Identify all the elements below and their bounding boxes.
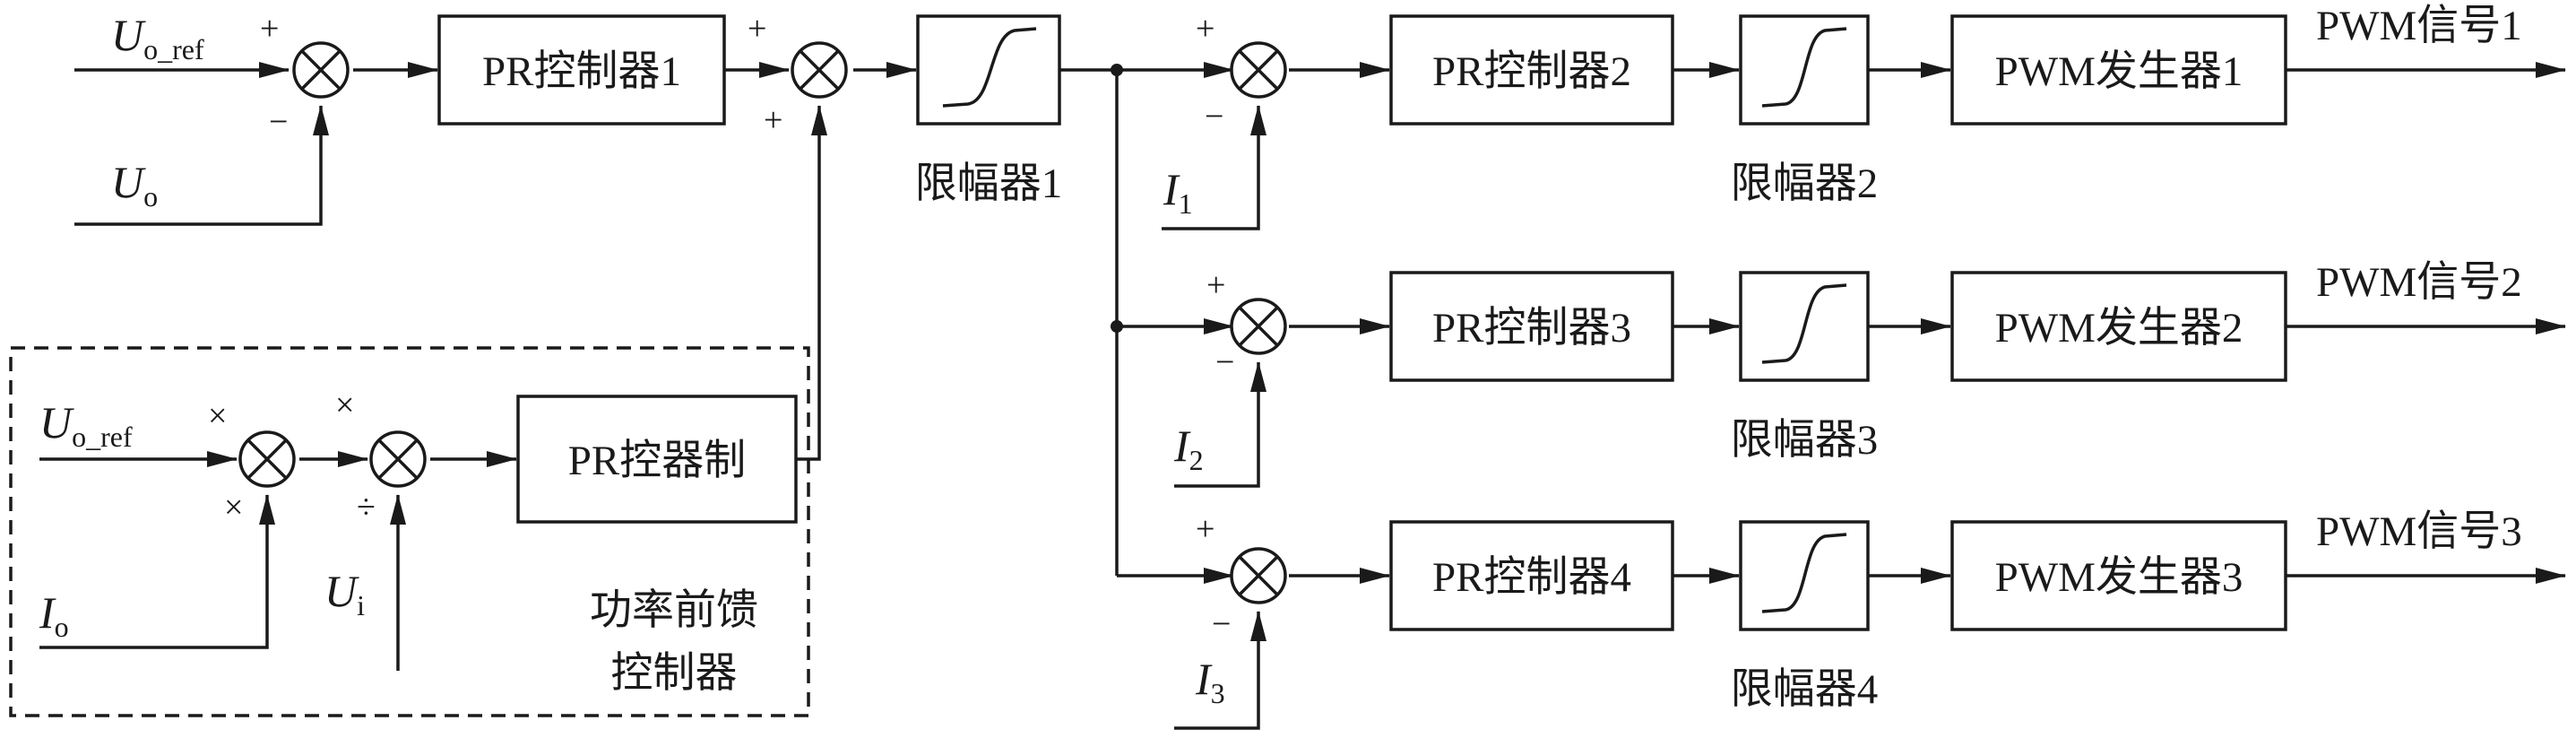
limiter-1-caption: 限幅器1 <box>915 161 1063 207</box>
sum-junction-5 <box>1230 547 1287 604</box>
junction-dots <box>1111 64 1123 333</box>
feedforward-title-line2: 控制器 <box>611 650 738 697</box>
pr-controller-4: PR控制器4 <box>1389 520 1674 631</box>
limiter-1-curve-icon <box>942 27 1037 108</box>
junction-dot-top <box>1111 64 1123 76</box>
sign-minus-sum3: − <box>1205 98 1223 135</box>
input-uo: Uo <box>111 157 158 213</box>
sign-minus-sum1: − <box>269 103 288 141</box>
limiter-3 <box>1739 271 1870 382</box>
pwm-generator-2: PWM发生器2 <box>1950 271 2287 382</box>
sign-divide-mult2: ÷ <box>357 489 376 526</box>
pr-controller-1-label: PR控制器1 <box>482 48 681 95</box>
junction-dot-middle <box>1111 320 1123 333</box>
sum-junction-1 <box>292 41 350 99</box>
sign-plus-sum4: + <box>1206 266 1225 304</box>
pr-controller-3: PR控制器3 <box>1389 271 1674 382</box>
pr-controller-2: PR控制器2 <box>1389 14 1674 126</box>
sign-plus-sum1: + <box>260 10 279 48</box>
limiter-2-caption: 限幅器2 <box>1731 161 1879 207</box>
input-ui: Ui <box>324 566 365 621</box>
limiter-1 <box>916 14 1061 126</box>
pwm-generator-1: PWM发生器1 <box>1950 14 2287 126</box>
sign-plus-sum2-top: + <box>748 10 766 48</box>
sum-junction-3 <box>1230 41 1287 99</box>
input-i1: I1 <box>1163 164 1193 220</box>
sign-plus-sum5: + <box>1196 510 1215 548</box>
limiter-4 <box>1739 520 1870 631</box>
sum-junctions <box>238 41 1287 604</box>
pwm-signal-2-label: PWM信号2 <box>2316 259 2522 306</box>
sign-times-mult1-bottom: × <box>224 489 243 526</box>
limiter-2-curve-icon <box>1761 27 1847 108</box>
pwm-generator-3-label: PWM发生器3 <box>1995 554 2243 601</box>
pwm-generator-3: PWM发生器3 <box>1950 520 2287 631</box>
pwm-generator-1-label: PWM发生器1 <box>1995 48 2243 95</box>
pwm-signal-3-label: PWM信号3 <box>2316 508 2522 555</box>
feedforward-region <box>9 346 810 717</box>
sign-times-mult1-top: × <box>208 397 227 435</box>
sign-times-mult2-top: × <box>335 386 354 424</box>
input-uo-ref-main: Uo_ref <box>111 10 204 65</box>
multiplier-2 <box>369 430 427 488</box>
limiter-2 <box>1739 14 1870 126</box>
pr-controller-4-label: PR控制器4 <box>1432 554 1631 601</box>
feedforward-pr-controller: PR控器制 <box>516 395 798 524</box>
sign-minus-sum4: − <box>1215 343 1234 381</box>
sign-plus-sum3: + <box>1196 10 1215 48</box>
wires <box>39 62 2566 730</box>
sign-plus-sum2-bottom: + <box>764 101 782 139</box>
pwm-signal-1-label: PWM信号1 <box>2316 3 2522 49</box>
input-i3: I3 <box>1195 654 1225 709</box>
limiter-3-curve-icon <box>1761 283 1847 364</box>
sign-minus-sum5: − <box>1212 605 1231 643</box>
input-uo-ref-ff: Uo_ref <box>39 397 133 453</box>
pr-controller-2-label: PR控制器2 <box>1432 48 1631 95</box>
input-i2: I2 <box>1173 421 1204 476</box>
pwm-generator-2-label: PWM发生器2 <box>1995 305 2243 352</box>
pr-controller-3-label: PR控制器3 <box>1432 305 1631 352</box>
sum-junction-2 <box>791 41 848 99</box>
input-io: Io <box>39 587 69 643</box>
multiplier-1 <box>238 430 296 488</box>
limiter-3-caption: 限幅器3 <box>1731 417 1879 464</box>
limiter-4-curve-icon <box>1761 533 1847 613</box>
pr-controller-1: PR控制器1 <box>437 14 726 126</box>
limiter-4-caption: 限幅器4 <box>1731 666 1879 713</box>
sum-junction-4 <box>1230 298 1287 355</box>
feedforward-pr-label: PR控器制 <box>568 438 747 484</box>
feedforward-title-line1: 功率前馈 <box>590 587 758 634</box>
